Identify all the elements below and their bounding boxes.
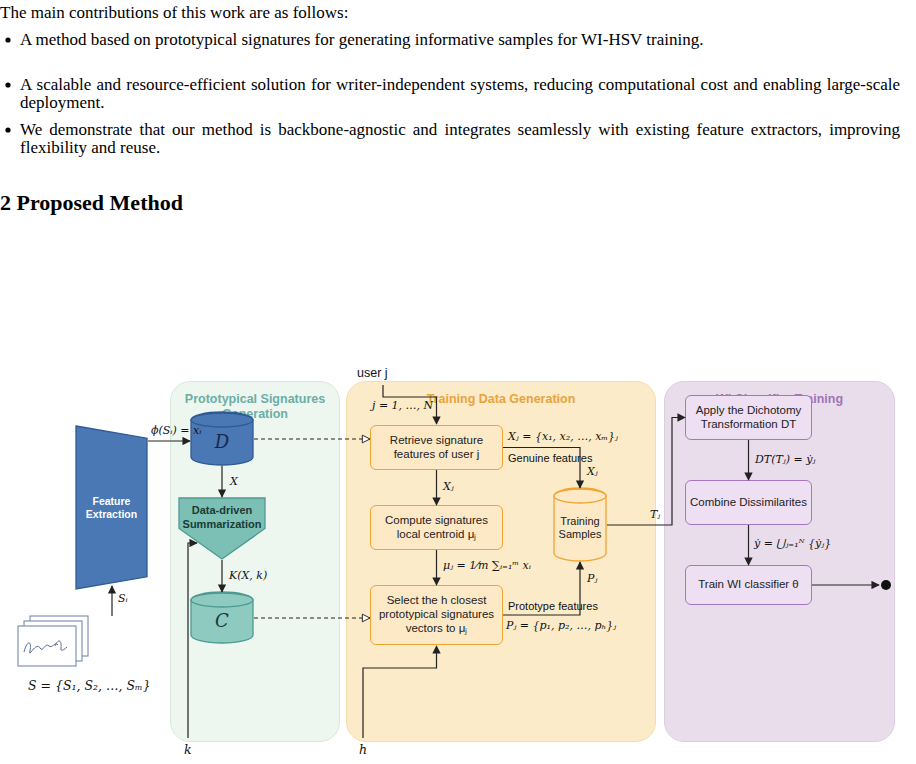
signature-page	[24, 621, 82, 661]
parameter-label: h	[359, 742, 367, 757]
bullet-points	[5, 37, 10, 132]
input-arrow	[383, 385, 437, 424]
node-text-block: Compute signatures local centroid μⱼ	[371, 506, 502, 549]
node-text-block: Combine Dissimilarites	[686, 481, 811, 524]
flow-arrow	[503, 448, 580, 489]
process-box: Compute signatures local centroid μⱼ	[370, 505, 503, 550]
parameter-arrow	[188, 543, 197, 738]
bullet-text: We demonstrate that our method is backbo…	[20, 121, 900, 157]
math-label: S = {S₁, S₂, …, Sₘ}	[28, 678, 151, 693]
flow-arrow	[748, 440, 749, 480]
end-dot	[881, 580, 891, 590]
bullet-text: A method based on prototypical signature…	[20, 31, 900, 49]
trapezoid-shape	[76, 426, 147, 589]
database-cylinder: D	[190, 412, 254, 466]
cylinder-top	[191, 593, 253, 607]
flow-arrow	[221, 466, 222, 497]
funnel-shape	[179, 498, 265, 559]
encoder-block: Feature Extraction	[75, 425, 148, 590]
process-box: Retrieve signature features of user j	[370, 425, 503, 470]
node-text-block: Feature Extraction	[75, 425, 148, 590]
summarization-funnel: Data-driven Summarization	[178, 497, 266, 560]
edge-group	[148, 418, 749, 619]
math-label: Sᵢ	[118, 592, 128, 605]
dashed-link	[254, 617, 370, 618]
input-label: user j	[357, 366, 388, 380]
node-text-block: Train WI classifier θ	[686, 566, 811, 604]
node-text-block: Select the h closest prototypical signat…	[371, 586, 502, 644]
bullet-text: A scalable and resource-efficient soluti…	[20, 76, 900, 112]
node-text-block: Retrieve signature features of user j	[371, 426, 502, 469]
section-heading: 2 Proposed Method	[0, 190, 183, 216]
process-box: Apply the Dichotomy Transformation DT	[685, 395, 812, 440]
stage-panel: Prototypical Signatures GenerationDData-…	[170, 381, 340, 742]
node-label: Combine Dissimilarites	[690, 496, 807, 510]
stage-panel: WI Classifier TrainingApply the Dichotom…	[664, 381, 895, 742]
panel-title: Training Data Generation	[353, 392, 649, 407]
flow-arrow	[221, 560, 222, 592]
signature-scribble	[24, 641, 67, 653]
signature-stack	[18, 616, 88, 666]
cylinder-top	[191, 413, 253, 427]
node-label: D	[215, 431, 229, 453]
input-arrow	[111, 586, 112, 616]
node-label: Compute signatures local centroid μⱼ	[373, 514, 500, 542]
node-text-block: Apply the Dichotomy Transformation DT	[686, 396, 811, 439]
node-label: Training Samples	[555, 515, 605, 541]
paragraph-text: The main contributions of this work are …	[0, 4, 890, 22]
signature-page	[30, 616, 88, 656]
node-label: Train WI classifier θ	[698, 578, 799, 592]
node-label: Select the h closest prototypical signat…	[373, 594, 500, 635]
panel-heading: Training Data Generation	[353, 392, 649, 407]
parameter-label: k	[184, 742, 192, 757]
node-label: C	[215, 610, 229, 632]
bullet-dot	[5, 37, 10, 42]
storage-cylinder: Training Samples	[553, 488, 607, 562]
cylinder-body	[554, 488, 606, 561]
input-wires	[112, 385, 891, 738]
node-text-block: C	[190, 592, 254, 644]
node-label: Retrieve signature features of user j	[373, 434, 500, 462]
bullet-dot	[5, 127, 10, 132]
process-box: Train WI classifier θ	[685, 565, 812, 605]
node-label: Feature Extraction	[77, 495, 146, 520]
node-text-block: Training Samples	[553, 488, 607, 562]
flow-arrow	[148, 440, 190, 441]
database-cylinder: C	[190, 592, 254, 644]
cylinder-body	[191, 412, 253, 465]
dashed-link	[254, 438, 370, 439]
flow-arrow	[607, 418, 685, 526]
parameter-arrow	[363, 646, 437, 738]
flow-arrow	[748, 525, 749, 565]
flow-arrow	[436, 470, 437, 505]
flow-arrow	[436, 550, 437, 585]
cylinder-body	[191, 592, 253, 643]
node-label: Apply the Dichotomy Transformation DT	[688, 404, 809, 432]
stage-panel: Training Data GenerationRetrieve signatu…	[346, 381, 656, 742]
bullet-dot	[5, 82, 10, 87]
process-box: Combine Dissimilarites	[685, 480, 812, 525]
node-text-block: D	[190, 412, 254, 466]
node-text-block: Data-driven Summarization	[178, 497, 266, 560]
node-label: Data-driven Summarization	[180, 504, 264, 530]
signature-page	[18, 626, 76, 666]
flow-arrow	[503, 562, 580, 615]
cylinder-top	[554, 489, 606, 503]
output-arrow	[812, 584, 879, 585]
process-box: Select the h closest prototypical signat…	[370, 585, 503, 645]
